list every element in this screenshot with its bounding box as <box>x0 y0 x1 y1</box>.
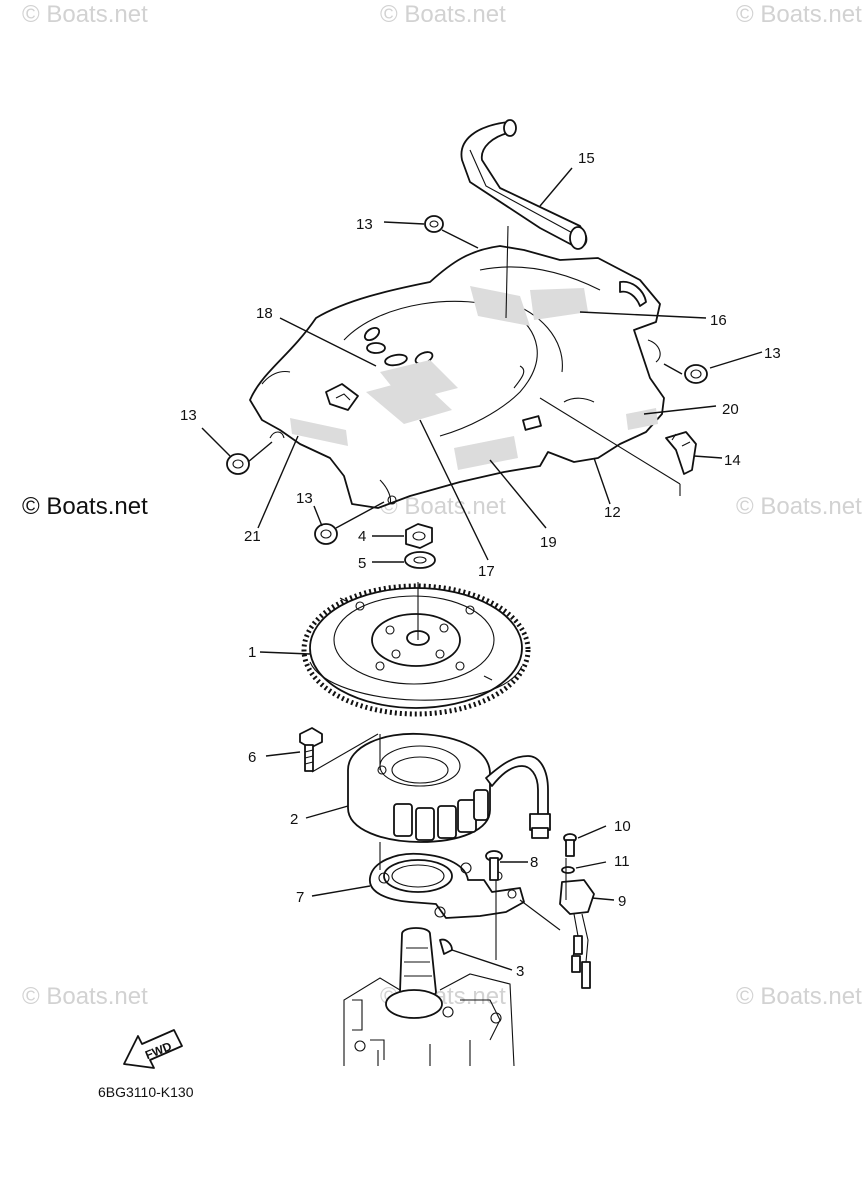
callout-13-right: 13 <box>764 345 781 362</box>
screw-part-8 <box>485 850 503 881</box>
watermark-top-right: © Boats.net <box>736 1 862 28</box>
grommet-13-left <box>226 453 250 475</box>
callout-10: 10 <box>614 818 631 835</box>
callout-21: 21 <box>244 528 261 545</box>
callout-14: 14 <box>724 452 741 469</box>
washer-part-5 <box>404 551 436 569</box>
leader-lines <box>201 167 763 971</box>
flywheel-cover-part-12 <box>249 245 665 509</box>
engine-block <box>343 927 515 1067</box>
decal-18 <box>380 360 458 402</box>
hose-part-15 <box>460 119 588 250</box>
callout-13-top: 13 <box>356 216 373 233</box>
watermark-top-left: © Boats.net <box>22 1 148 28</box>
watermark-mid-right: © Boats.net <box>736 493 862 520</box>
callout-18: 18 <box>256 305 273 322</box>
diagram-code: 6BG3110-K130 <box>98 1084 194 1100</box>
decal-21 <box>290 418 348 446</box>
stator-bracket-part-7 <box>369 852 525 919</box>
callouts: 15 13 16 13 20 14 18 13 13 21 17 19 12 4… <box>180 150 781 980</box>
callout-6: 6 <box>248 749 256 766</box>
stator-part-2 <box>347 732 551 843</box>
callout-13-lower: 13 <box>296 490 313 507</box>
callout-5: 5 <box>358 555 366 572</box>
clip-part-14 <box>665 431 697 475</box>
watermark-mid-left: © Boats.net <box>22 493 148 520</box>
grommet-13-top <box>424 215 444 233</box>
decal-19 <box>454 436 518 470</box>
callout-4: 4 <box>358 528 366 545</box>
callout-3: 3 <box>516 963 524 980</box>
decal-16b <box>530 288 588 320</box>
callout-15: 15 <box>578 150 595 167</box>
fwd-arrow-icon: FWD <box>123 1029 183 1069</box>
washer-part-11 <box>561 866 575 874</box>
callout-8: 8 <box>530 854 538 871</box>
callout-19: 19 <box>540 534 557 551</box>
decal-16a <box>470 286 530 326</box>
watermark-bottom-right: © Boats.net <box>736 983 862 1010</box>
key-part-3 <box>439 938 453 955</box>
flywheel-part-1 <box>301 583 531 717</box>
grommet-13-right <box>684 364 708 384</box>
decal-17 <box>366 378 452 424</box>
sensor-part-9 <box>559 879 595 989</box>
callout-13-left: 13 <box>180 407 197 424</box>
callout-11: 11 <box>614 853 630 870</box>
watermark-bottom-left: © Boats.net <box>22 983 148 1010</box>
screw-part-10 <box>563 833 577 857</box>
callout-1: 1 <box>248 644 256 661</box>
bolt-part-6 <box>299 727 323 772</box>
callout-2: 2 <box>290 811 298 828</box>
watermark-top-center: © Boats.net <box>380 1 506 28</box>
callout-16: 16 <box>710 312 727 329</box>
nut-part-4 <box>405 523 433 549</box>
grommet-13-lower <box>314 523 338 545</box>
callout-20: 20 <box>722 401 739 418</box>
callout-9: 9 <box>618 893 626 910</box>
callout-17: 17 <box>478 563 495 580</box>
callout-7: 7 <box>296 889 304 906</box>
callout-12: 12 <box>604 504 621 521</box>
